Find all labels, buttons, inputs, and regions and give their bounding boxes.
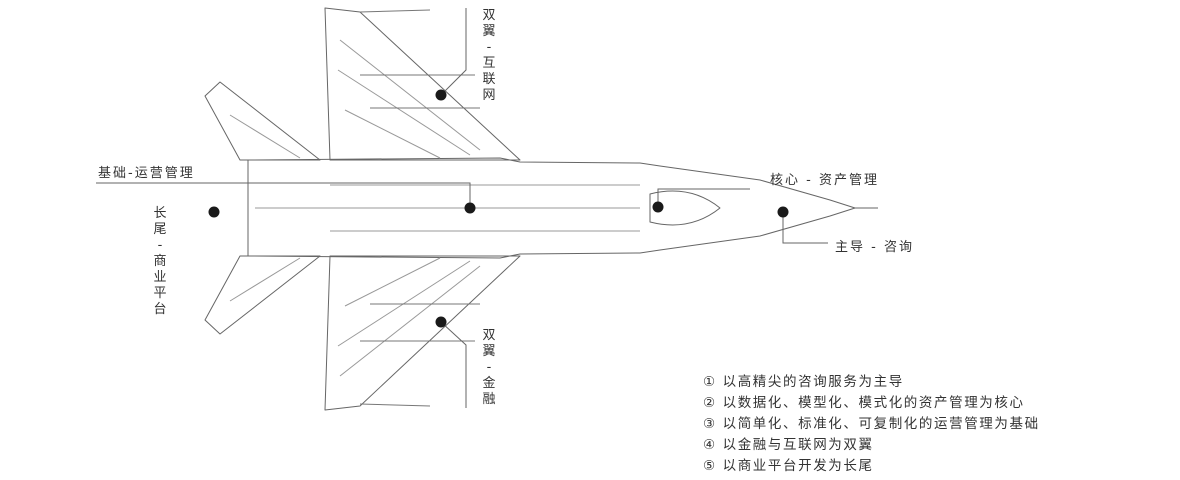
label-twin-wing-internet: 双 翼 - 互 联 网 — [482, 8, 496, 103]
marker-lead — [777, 206, 789, 218]
cockpit-canopy — [649, 190, 721, 226]
marker-twin-wing-internet — [435, 89, 447, 101]
marker-long-tail — [208, 206, 220, 218]
leader-twin-wing-internet — [440, 8, 467, 96]
principle-item: ② 以数据化、模型化、模式化的资产管理为核心 — [703, 395, 1025, 411]
marker-foundation — [464, 202, 476, 214]
label-lead: 主导 - 咨询 — [835, 240, 914, 255]
principles-list: ① 以高精尖的咨询服务为主导 ② 以数据化、模型化、模式化的资产管理为核心 ③ … — [703, 372, 1040, 477]
principle-item: ① 以高精尖的咨询服务为主导 — [703, 374, 904, 390]
principle-item: ③ 以简单化、标准化、可复制化的运营管理为基础 — [703, 416, 1040, 432]
marker-twin-wing-finance — [435, 316, 447, 328]
label-long-tail: 长 尾 - 商 业 平 台 — [153, 206, 167, 317]
leader-core — [657, 188, 750, 207]
principle-item: ⑤ 以商业平台开发为长尾 — [703, 458, 874, 474]
label-core: 核心 - 资产管理 — [770, 173, 879, 188]
principle-item: ④ 以金融与互联网为双翼 — [703, 437, 874, 453]
leader-foundation — [96, 182, 471, 208]
leader-lead — [782, 212, 828, 244]
wing-lower — [324, 255, 521, 411]
label-twin-wing-finance: 双 翼 - 金 融 — [482, 328, 496, 407]
tailplane-upper — [204, 81, 321, 161]
label-foundation: 基础-运营管理 — [98, 166, 195, 181]
leader-twin-wing-finance — [440, 321, 467, 408]
marker-core — [652, 201, 664, 213]
tailplane-lower — [204, 255, 321, 335]
